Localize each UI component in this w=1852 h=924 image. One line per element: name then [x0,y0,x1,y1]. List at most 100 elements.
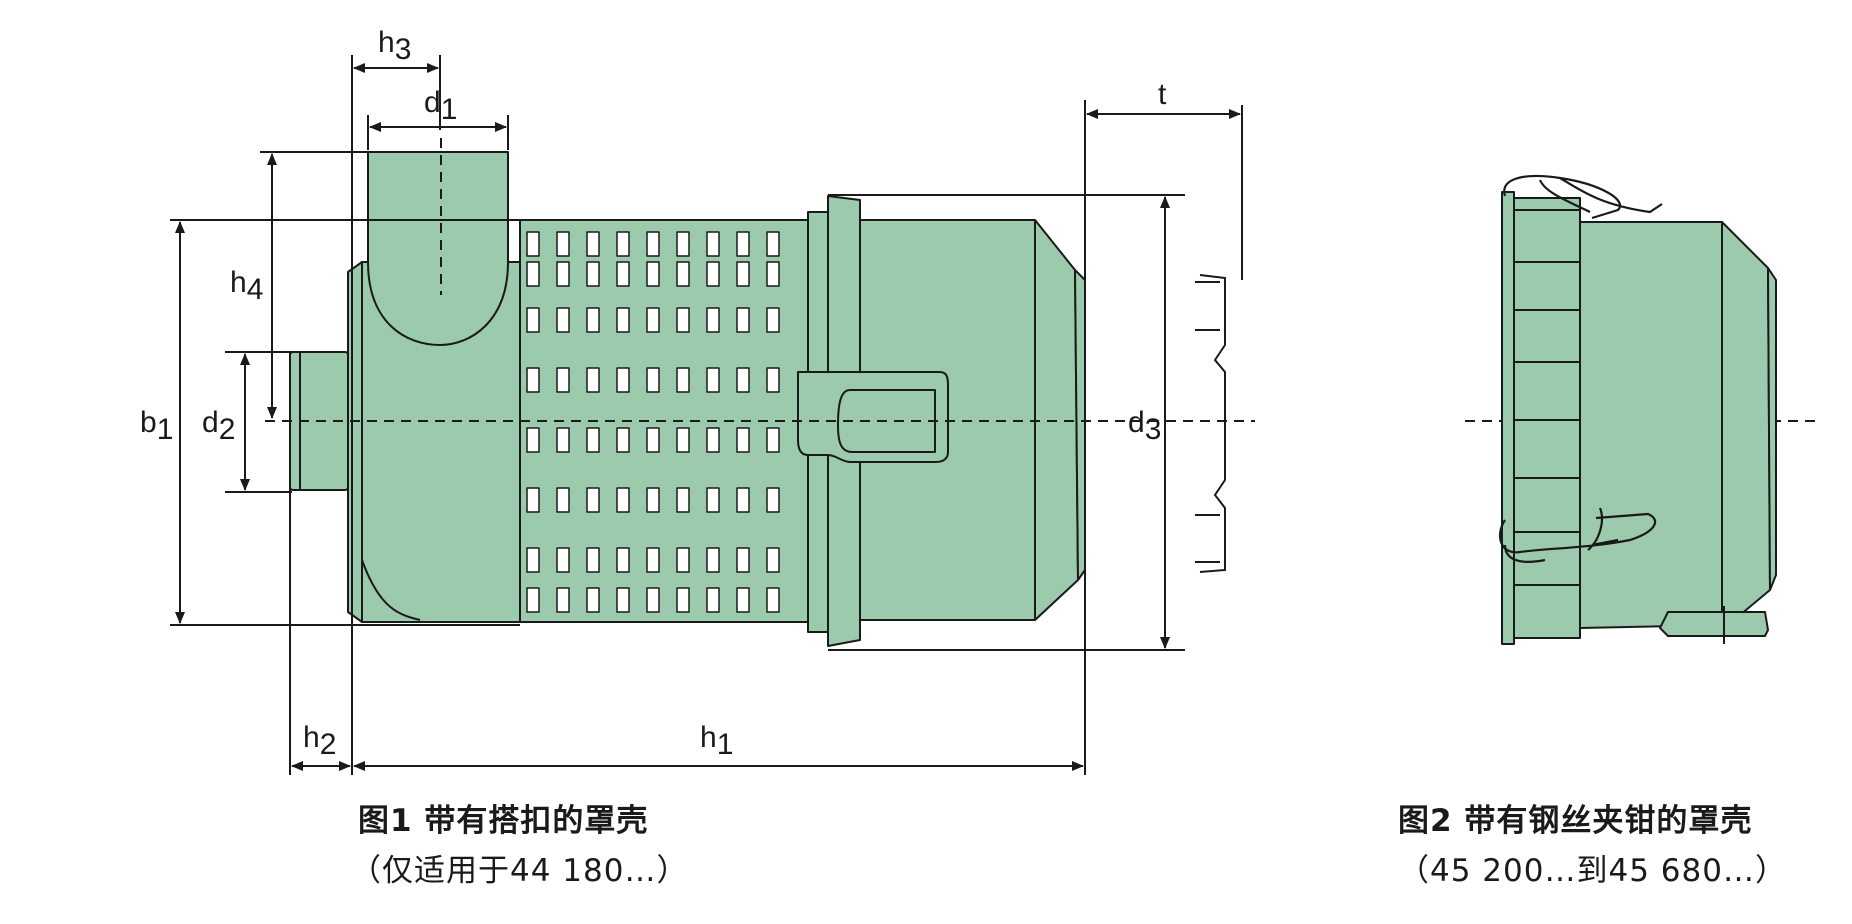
rib-slot [646,231,660,257]
rib-slot [616,307,630,333]
rib-slot [706,547,720,573]
ribs [526,231,780,613]
figure1-drawing [289,151,1086,647]
label-d1: d1 [424,86,457,126]
figure1-note: （仅适用于44 180…） [350,853,689,889]
cap-side-view [1195,274,1226,573]
rib-slot [766,367,780,393]
rib-slot [766,487,780,513]
figure2-caption: 图2 带有钢丝夹钳的罩壳 [1398,803,1753,839]
rib-slot [616,587,630,613]
rib-slot [766,587,780,613]
label-d3: d3 [1128,406,1161,446]
fig2-wire-clamp-top [1503,174,1663,220]
rib-slot [766,231,780,257]
rib-slot [646,367,660,393]
inlet-pipe [367,151,509,346]
rib-slot [676,427,690,453]
rib-slot [616,487,630,513]
rib-slot [676,261,690,287]
rib-slot [526,587,540,613]
rib-slot [706,261,720,287]
rib-slot [706,307,720,333]
rib-slot [706,487,720,513]
rib-slot [646,547,660,573]
fig2-ribs [1514,209,1580,586]
rib-slot [646,427,660,453]
rib-slot [586,487,600,513]
rib-slot [526,367,540,393]
rib-slot [556,307,570,333]
rib-slot [586,261,600,287]
rib-slot [706,587,720,613]
rib-slot [706,367,720,393]
rib-slot [676,547,690,573]
fig2-housing-end [1767,267,1777,591]
rib-slot [646,261,660,287]
fig2-end-plate [1501,191,1515,645]
rib-slot [526,427,540,453]
left-end-cap [347,261,363,623]
rib-slot [616,367,630,393]
rib-slot [556,427,570,453]
dimension-lines [170,55,1243,775]
rib-slot [706,231,720,257]
figure2-note: （45 200…到45 680…） [1398,853,1787,889]
rib-slot [736,231,750,257]
rib-slot [736,487,750,513]
rib-slot [526,307,540,333]
rib-slot [676,587,690,613]
label-h4: h4 [230,266,263,306]
rib-slot [646,587,660,613]
rib-slot [706,427,720,453]
rib-slot [766,307,780,333]
rib-slot [736,261,750,287]
rib-slot [616,427,630,453]
rib-slot [556,231,570,257]
rib-slot [556,587,570,613]
label-b1: b1 [140,406,173,446]
rib-slot [616,231,630,257]
fig2-ribbed-plate [1513,197,1581,639]
figure1-caption: 图1 带有搭扣的罩壳 [358,803,649,839]
rib-slot [736,307,750,333]
rib-slot [556,367,570,393]
rib-slot [526,547,540,573]
rib-slot [586,307,600,333]
fig2-housing [1579,221,1771,629]
rib-slot [556,261,570,287]
fig2-wire-clamp-bottom [1498,507,1657,563]
rib-slot [736,427,750,453]
rib-slot [586,587,600,613]
rib-slot [646,307,660,333]
label-d2: d2 [202,406,235,446]
label-h2: h2 [303,721,336,761]
rib-slot [736,587,750,613]
fig2-foot [1659,611,1769,637]
latch-inner [837,389,936,453]
rib-slot [556,547,570,573]
rib-slot [766,261,780,287]
dimension-labels: h3 d1 h4 d2 b1 d3 t h2 h1 [140,26,1167,761]
rib-slot [676,367,690,393]
left-body-lower-curve [361,559,421,621]
rib-slot [526,487,540,513]
rib-slot [586,367,600,393]
rib-slot [586,547,600,573]
latch [797,371,949,463]
rib-slot [616,261,630,287]
rib-slot [766,547,780,573]
label-t: t [1158,78,1167,111]
rib-slot [676,307,690,333]
rib-slot [646,487,660,513]
rib-slot [556,487,570,513]
rib-slot [526,231,540,257]
rib-slot [676,487,690,513]
rib-slot [616,547,630,573]
rib-slot [676,231,690,257]
rib-slot [526,261,540,287]
rib-slot [766,427,780,453]
rib-slot [586,231,600,257]
